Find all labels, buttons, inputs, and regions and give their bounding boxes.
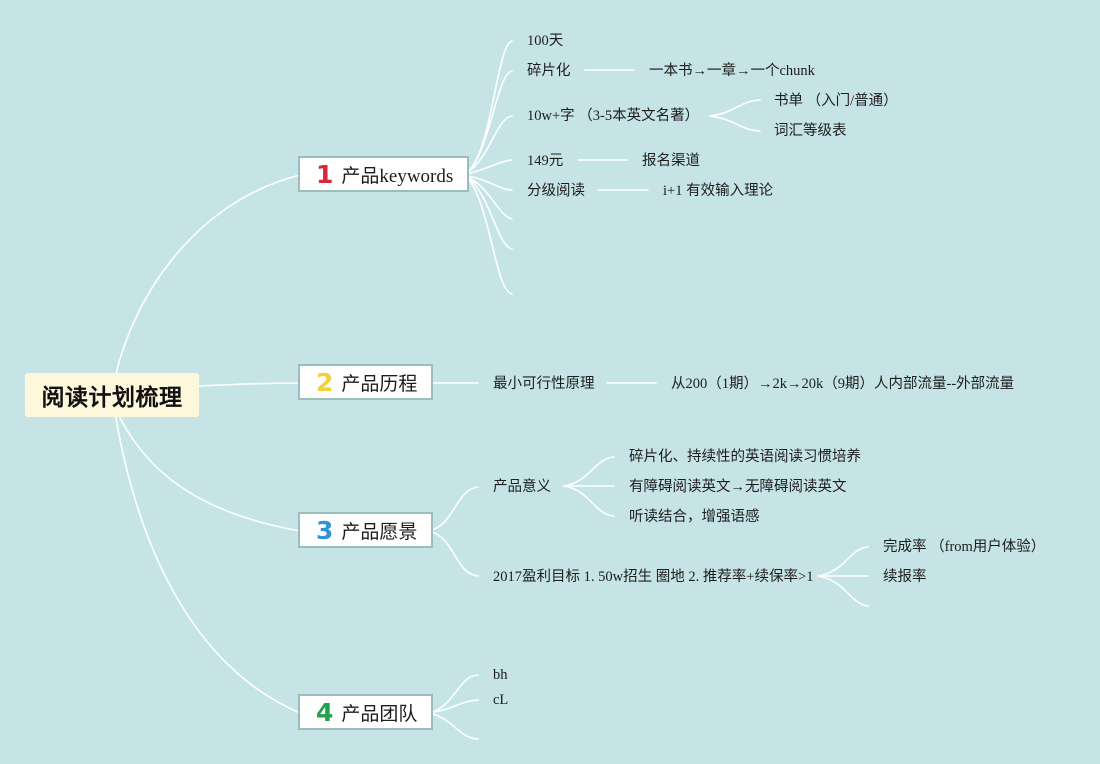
link-b1-fragment (463, 70, 513, 176)
node-fragmentation[interactable]: 碎片化 (527, 63, 571, 79)
node-graded-reading[interactable]: 分级阅读 (527, 183, 585, 199)
branch-product-vision[interactable]: 3 产品愿景 (298, 512, 434, 548)
branch-label: 产品团队 (341, 703, 418, 725)
node-member-cl[interactable]: cL (493, 692, 509, 708)
branch-label: 产品愿景 (341, 521, 418, 543)
link-10w-vocab (709, 115, 761, 132)
node-100-days[interactable]: 100天 (527, 33, 564, 49)
branch-label: 产品keywords (341, 165, 454, 187)
branch-product-keywords[interactable]: 1 产品keywords (298, 156, 470, 192)
node-mvp-detail[interactable]: 从200（1期）→2k→20k（9期）人内部流量--外部流量 (671, 376, 1015, 392)
link-root-branch1 (114, 174, 301, 379)
node-listen-read[interactable]: 听读结合，增强语感 (629, 509, 760, 525)
node-signup-channel[interactable]: 报名渠道 (642, 153, 700, 169)
link-b1-100days (463, 40, 513, 176)
node-vocab-table[interactable]: 词汇等级表 (774, 123, 847, 139)
node-barrier-free[interactable]: 有障碍阅读英文→无障碍阅读英文 (629, 479, 847, 495)
link-goal-empty (817, 575, 869, 607)
link-root-branch3 (116, 411, 301, 532)
node-member-bh[interactable]: bh (493, 667, 508, 683)
link-b4-empty (428, 712, 479, 740)
link-b3-goal (428, 530, 479, 577)
link-meaning-c1 (563, 456, 615, 487)
node-price[interactable]: 149元 (527, 153, 564, 169)
link-goal-c1 (817, 546, 869, 577)
link-b4-bh (428, 674, 479, 714)
node-10w-words[interactable]: 10w+字 （3-5本英文名著） (527, 108, 700, 124)
root-title: 阅读计划梳理 (41, 385, 183, 411)
node-fragmentation-detail[interactable]: 一本书→一章→一个chunk (649, 63, 815, 79)
number-1-icon: 1 (316, 159, 334, 189)
link-b1-149 (463, 159, 513, 176)
link-b3-meaning (428, 486, 479, 532)
branch-label: 产品历程 (341, 373, 418, 395)
link-b1-empty2 (463, 174, 513, 250)
node-product-meaning[interactable]: 产品意义 (493, 479, 551, 495)
node-completion-rate[interactable]: 完成率 （from用户体验） (883, 539, 1046, 555)
node-2017-goal[interactable]: 2017盈利目标 1. 50w招生 圈地 2. 推荐率+续保率>1 (493, 569, 814, 585)
number-3-icon: 3 (316, 515, 334, 545)
number-4-icon: 4 (316, 697, 334, 727)
link-root-branch2 (198, 382, 301, 387)
branch-product-history[interactable]: 2 产品历程 (298, 364, 434, 400)
link-b1-empty3 (463, 174, 513, 295)
link-b1-empty1 (463, 174, 513, 220)
link-root-branch4 (114, 412, 301, 714)
node-habit-building[interactable]: 碎片化、持续性的英语阅读习惯培养 (629, 449, 861, 465)
number-2-icon: 2 (316, 367, 334, 397)
branch-product-team[interactable]: 4 产品团队 (298, 694, 434, 730)
node-booklist[interactable]: 书单 （入门/普通） (774, 93, 898, 109)
node-input-theory[interactable]: i+1 有效输入理论 (663, 183, 774, 199)
link-meaning-c3 (563, 485, 615, 517)
node-renewal-rate[interactable]: 续报率 (883, 569, 927, 585)
link-b4-cl (428, 699, 479, 714)
link-10w-booklist (709, 99, 761, 117)
root-node[interactable]: 阅读计划梳理 (25, 373, 199, 417)
link-b1-graded (463, 174, 513, 191)
link-b1-10w (463, 115, 513, 176)
node-mvp[interactable]: 最小可行性原理 (493, 376, 595, 392)
